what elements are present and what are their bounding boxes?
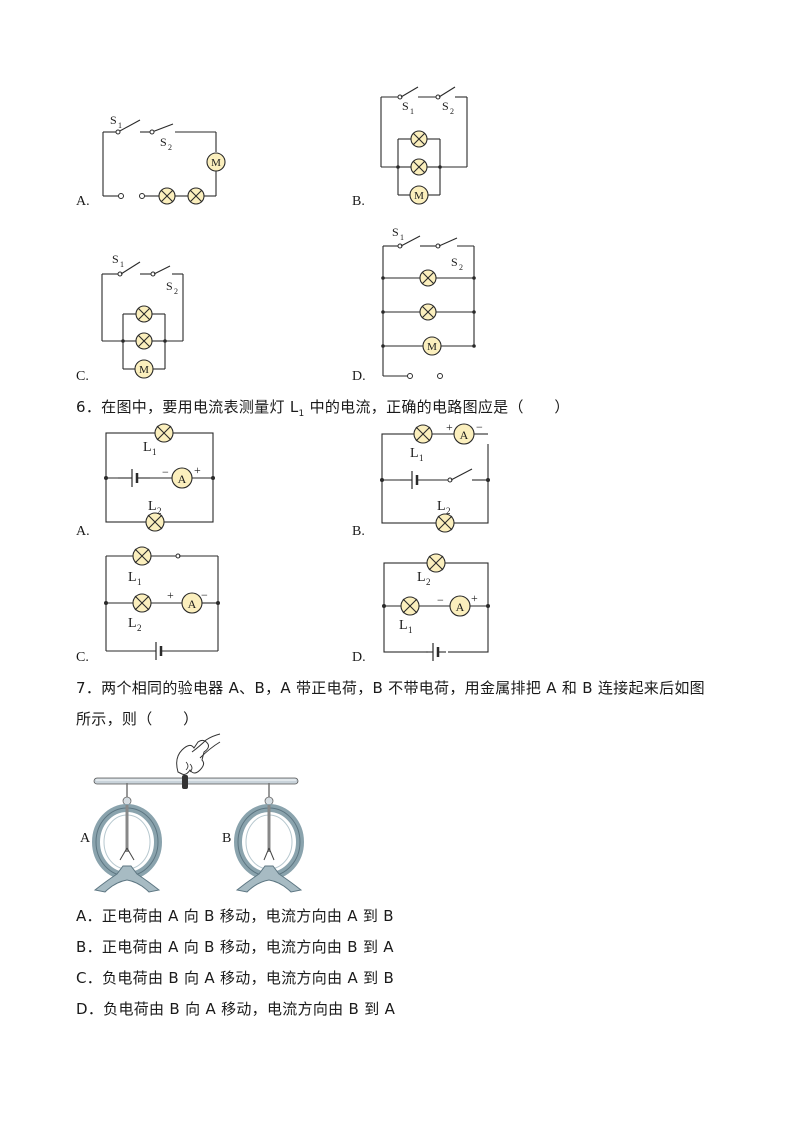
svg-text:2: 2 [157, 506, 162, 516]
q6-stem-text-end: 中的电流，正确的电路图应是（ ） [304, 398, 570, 416]
svg-text:+: + [446, 420, 453, 434]
q7-stem-line2: 所示，则（ ） [76, 710, 199, 728]
electroscope-figure [92, 733, 304, 893]
q7-option-b[interactable]: B．正电荷由 A 向 B 移动，电流方向由 B 到 A [76, 938, 394, 956]
svg-text:A: A [188, 597, 197, 611]
q5-option-b-label: B. [352, 194, 365, 209]
svg-text:L: L [128, 616, 137, 631]
svg-text:M: M [427, 341, 437, 353]
ammeter-icon [171, 467, 193, 489]
svg-text:S: S [160, 135, 167, 149]
q7-option-a[interactable]: A．正电荷由 A 向 B 移动，电流方向由 A 到 B [76, 907, 394, 925]
svg-text:−: − [437, 593, 444, 607]
q5-option-a-label: A. [76, 194, 90, 209]
svg-text:1: 1 [410, 107, 414, 116]
svg-text:1: 1 [120, 260, 124, 269]
svg-text:S: S [110, 113, 117, 127]
svg-text:L: L [399, 618, 408, 633]
svg-text:L: L [128, 570, 137, 585]
svg-text:1: 1 [400, 233, 404, 242]
svg-text:1: 1 [118, 121, 122, 130]
electroscope-a-label: A [80, 831, 91, 846]
svg-text:S: S [451, 255, 458, 269]
svg-text:1: 1 [408, 625, 413, 635]
svg-text:2: 2 [174, 287, 178, 296]
q6-option-b-label: B. [352, 524, 365, 539]
svg-text:−: − [201, 588, 208, 602]
svg-text:M: M [139, 364, 149, 376]
svg-text:S: S [166, 279, 173, 293]
svg-text:−: − [162, 465, 169, 479]
motor-icon [409, 185, 429, 205]
q6-option-d-label: D. [352, 650, 366, 665]
q6-stem-subscript: 1 [298, 409, 305, 419]
svg-text:2: 2 [450, 107, 454, 116]
svg-text:1: 1 [419, 453, 424, 463]
svg-text:S: S [112, 252, 119, 266]
q6-stem: 6．在图中，要用电流表测量灯 L1 中的电流，正确的电路图应是（ ） [76, 396, 570, 419]
svg-text:+: + [471, 591, 478, 605]
svg-text:L: L [417, 570, 426, 585]
q7-option-c[interactable]: C．负电荷由 B 向 A 移动，电流方向由 A 到 B [76, 969, 395, 987]
q6-stem-text: 6．在图中，要用电流表测量灯 L [76, 398, 299, 416]
svg-text:2: 2 [446, 506, 451, 516]
ammeter-icon [449, 595, 471, 617]
electroscope-a [92, 783, 162, 893]
svg-text:2: 2 [137, 623, 142, 633]
svg-text:A: A [460, 428, 469, 442]
q5-option-c-label: C. [76, 369, 89, 384]
svg-text:1: 1 [152, 447, 157, 457]
svg-text:S: S [442, 99, 449, 113]
svg-text:L: L [437, 499, 446, 514]
svg-text:S: S [392, 225, 399, 239]
q7-option-d[interactable]: D．负电荷由 B 向 A 移动，电流方向由 B 到 A [76, 1000, 396, 1018]
electroscope-b-label: B [222, 831, 232, 846]
electroscope-b [234, 783, 304, 893]
q5-option-d-label: D. [352, 369, 366, 384]
svg-text:+: + [194, 463, 201, 477]
svg-text:L: L [143, 440, 152, 455]
svg-text:S: S [402, 99, 409, 113]
svg-text:L: L [410, 446, 419, 461]
q6-option-c-label: C. [76, 650, 89, 665]
svg-text:A: A [178, 472, 187, 486]
svg-text:1: 1 [137, 577, 142, 587]
svg-text:L: L [148, 499, 157, 514]
svg-text:2: 2 [459, 263, 463, 272]
svg-text:2: 2 [426, 577, 431, 587]
q7-stem-line1: 7．两个相同的验电器 A、B，A 带正电荷，B 不带电荷，用金属排把 A 和 B… [76, 679, 705, 697]
svg-text:A: A [456, 600, 465, 614]
motor-icon [422, 336, 442, 356]
svg-text:−: − [476, 420, 483, 434]
q6-option-a-label: A. [76, 524, 90, 539]
svg-text:M: M [211, 157, 221, 169]
svg-text:M: M [414, 190, 424, 202]
motor-icon [134, 359, 154, 379]
svg-text:2: 2 [168, 143, 172, 152]
svg-text:+: + [167, 588, 174, 602]
